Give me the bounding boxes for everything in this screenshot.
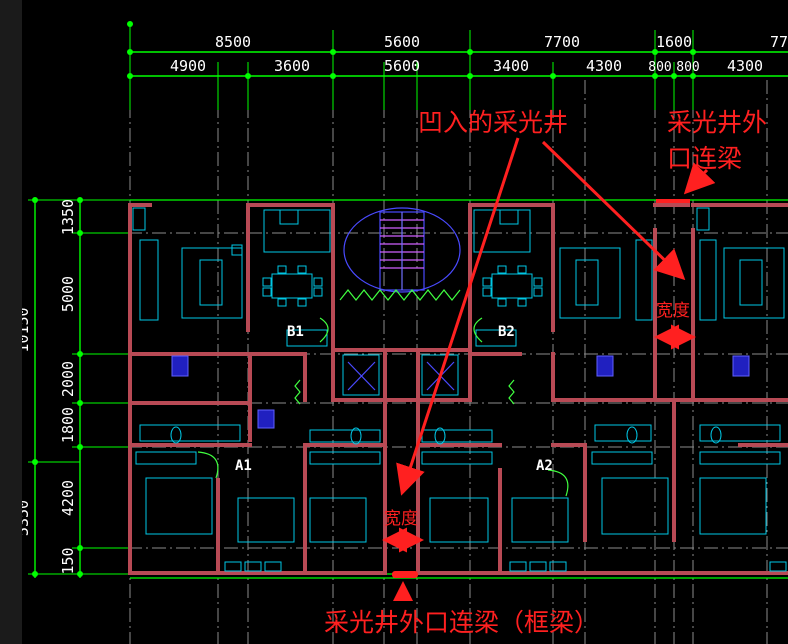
left-panel-edge: [0, 0, 22, 644]
note-outer-beam-line2: 口连梁: [667, 144, 742, 173]
fixtures: [132, 207, 787, 572]
annotation-texts: 凹入的采光井 采光井外 口连梁 宽度 宽度 采光井外口连梁（框梁）: [324, 108, 767, 637]
dim-r2-3400: 3400: [493, 57, 529, 75]
left-dimension-ticks: [32, 197, 83, 577]
dim-top-7700: 7700: [544, 33, 580, 51]
room-labels: B1 B2 A1 A2: [235, 324, 553, 474]
note-outer-beam-line1: 采光井外: [667, 108, 767, 137]
dim-top-8500: 8500: [215, 33, 251, 51]
dim-r2-3600: 3600: [274, 57, 310, 75]
dim-left-1350: 1350: [59, 199, 77, 235]
planters: [197, 289, 569, 497]
room-label-b2: B2: [498, 324, 515, 340]
top-dimension-ticks: [127, 21, 696, 79]
dim-left-150: 150: [59, 547, 77, 574]
dim-top-1600: 1600: [656, 33, 692, 51]
dim-r2-800b: 800: [676, 60, 699, 75]
note-recessed-lightwell: 凹入的采光井: [418, 108, 568, 137]
left-dimension-lines: [28, 198, 130, 578]
room-label-b1: B1: [287, 324, 304, 340]
dim-top-5600: 5600: [384, 33, 420, 51]
top-dimension-lines: [128, 24, 788, 110]
dim-left-4200: 4200: [59, 480, 77, 516]
room-label-a2: A2: [536, 458, 553, 474]
dim-left-2000: 2000: [59, 361, 77, 397]
dim-top-770: 770: [770, 33, 788, 51]
walls: [128, 203, 788, 575]
dim-r2-800a: 800: [648, 60, 671, 75]
duct-markers: [171, 355, 750, 429]
room-label-a1: A1: [235, 458, 252, 474]
beam-markers: [392, 199, 690, 578]
note-width-right: 宽度: [656, 301, 690, 321]
note-bottom-beam: 采光井外口连梁（框梁）: [324, 608, 599, 637]
dim-r2-5600: 5600: [384, 57, 420, 75]
dim-r2-4300a: 4300: [586, 57, 622, 75]
annotation-arrows: [382, 137, 716, 601]
dim-left-1800: 1800: [59, 407, 77, 443]
note-width-center: 宽度: [384, 509, 418, 529]
stair: [343, 207, 461, 391]
dim-r2-4900: 4900: [170, 57, 206, 75]
dim-r2-4300b: 4300: [727, 57, 763, 75]
dim-left-5000: 5000: [59, 276, 77, 312]
